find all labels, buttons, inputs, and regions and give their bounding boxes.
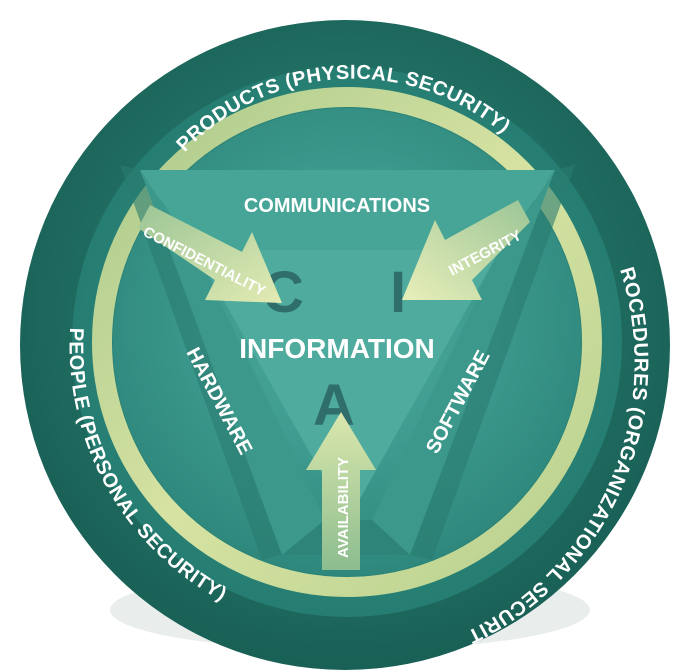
layer-software-band [372, 170, 555, 555]
layer-hardware-band [140, 170, 325, 555]
outer-dark-left [120, 165, 282, 560]
arrow-availability: AVAILABILITY [306, 412, 376, 570]
layer-communications-band [140, 170, 555, 250]
center-information-label: INFORMATION [239, 333, 434, 364]
triangle-layers [120, 165, 575, 560]
arrow-confidentiality-shape [138, 205, 282, 303]
inner-triangle [195, 250, 500, 520]
layer-communications-label: COMMUNICATIONS [244, 195, 430, 217]
arrow-integrity-shape [402, 200, 530, 300]
outer-dark-right [410, 165, 575, 560]
accent-ring [92, 87, 602, 597]
arrow-availability-label: AVAILABILITY [335, 457, 352, 558]
arrow-availability-shape [306, 412, 376, 570]
cia-letter-i: I [390, 260, 406, 325]
